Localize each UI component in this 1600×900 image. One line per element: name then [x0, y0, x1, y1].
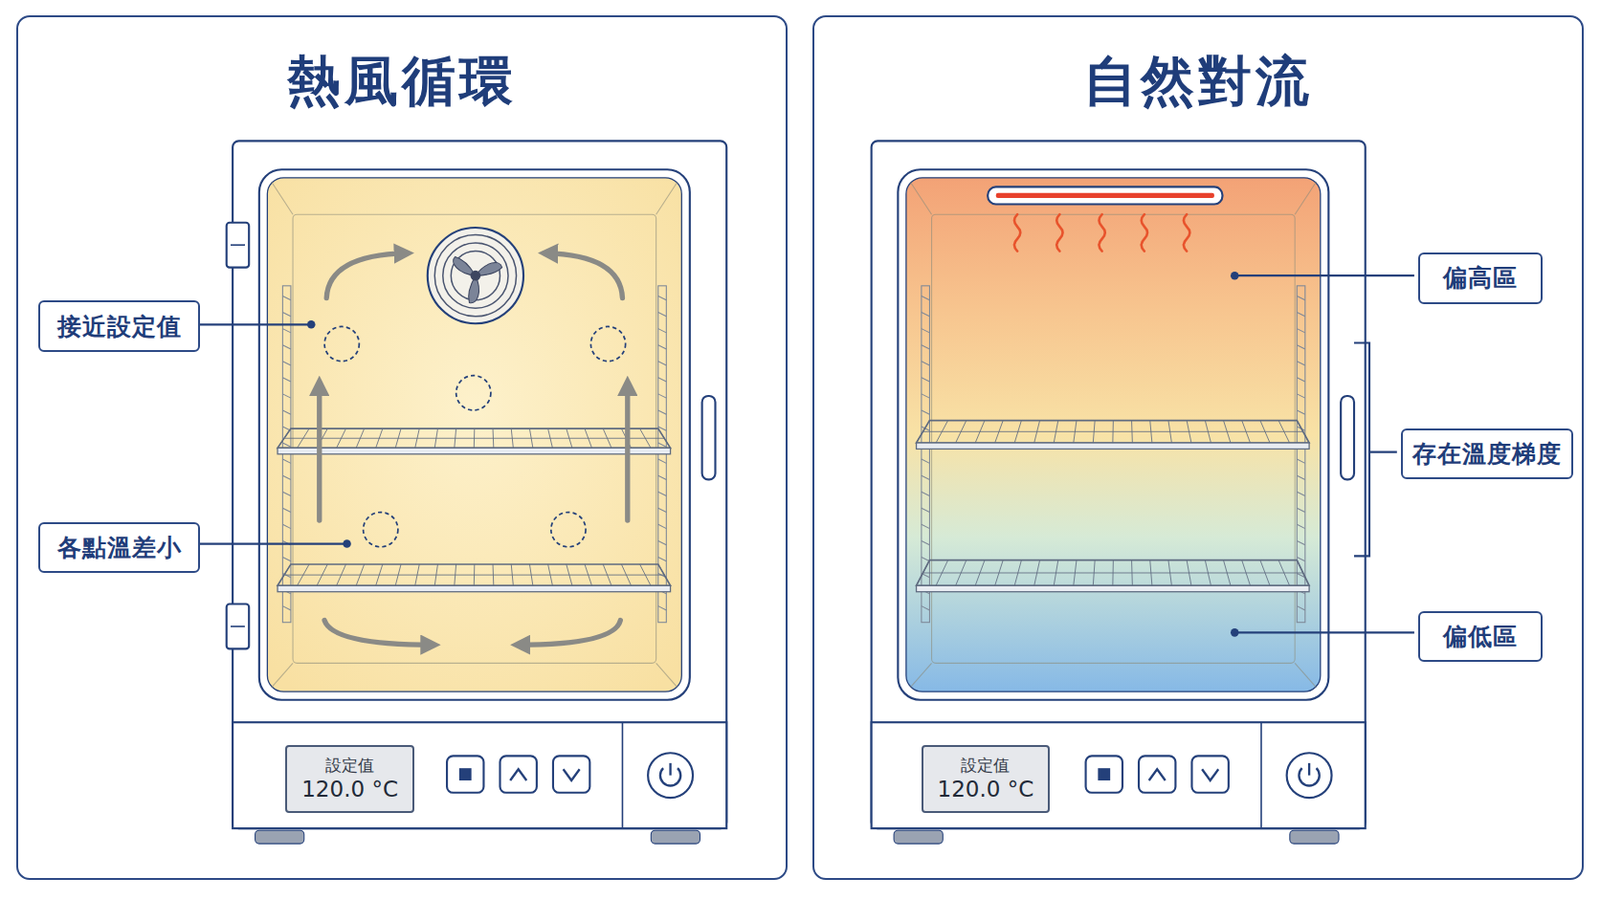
callout-box: 存在溫度梯度	[1400, 428, 1574, 480]
setpoint-label: 設定值	[325, 755, 375, 777]
leader-lines	[200, 271, 1415, 638]
panel-title: 自然對流	[814, 51, 1582, 112]
natural-convection-oven	[871, 140, 1366, 845]
callout-label: 接近設定值	[57, 311, 182, 343]
callout-label: 各點溫差小	[57, 532, 182, 564]
callout-box: 偏低區	[1418, 611, 1543, 663]
callout-label: 偏低區	[1443, 621, 1518, 653]
setpoint-value: 120.0 °C	[937, 776, 1035, 805]
setpoint-display: 設定值120.0 °C	[285, 745, 414, 813]
setpoint-value: 120.0 °C	[301, 776, 399, 805]
callout-box: 各點溫差小	[38, 522, 200, 574]
callout-label: 存在溫度梯度	[1412, 438, 1562, 470]
callout-box: 接近設定值	[38, 300, 200, 352]
setpoint-display: 設定值120.0 °C	[921, 745, 1050, 813]
comparison-panel: 自然對流偏高區存在溫度梯度偏低區設定值120.0 °C	[812, 15, 1584, 881]
callout-box: 偏高區	[1418, 252, 1543, 304]
callout-label: 偏高區	[1443, 262, 1518, 294]
forced-air-oven	[226, 140, 728, 845]
panel-title: 熱風循環	[18, 51, 786, 112]
comparison-panel: 熱風循環接近設定值各點溫差小設定值120.0 °C	[16, 15, 788, 881]
setpoint-label: 設定值	[960, 755, 1010, 777]
